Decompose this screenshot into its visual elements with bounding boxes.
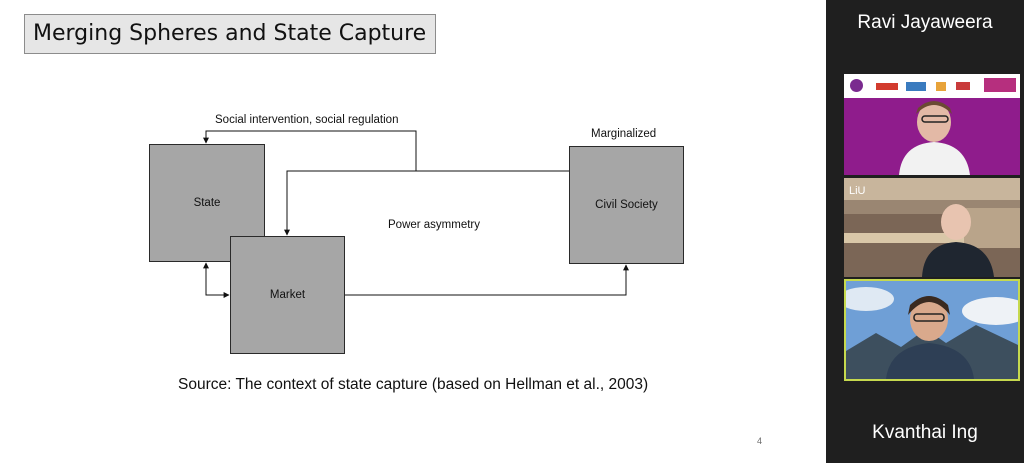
logo-icon — [956, 82, 970, 90]
logo-icon — [850, 79, 863, 92]
sponsor-banner — [844, 74, 1020, 98]
participant-name-bottom: Kvanthai Ing — [872, 422, 978, 443]
participant-video-3 — [846, 281, 1018, 379]
civil-society-label: Civil Society — [595, 199, 658, 211]
marginalized-label: Marginalized — [591, 128, 657, 140]
participant-video-tile-1[interactable] — [844, 74, 1020, 175]
state-label: State — [193, 197, 221, 209]
participant-video-2: LiU — [844, 178, 1020, 277]
slide-title: Merging Spheres and State Capture — [24, 14, 436, 54]
source-caption: Source: The context of state capture (ba… — [178, 376, 649, 393]
presentation-slide: Merging Spheres and State Capture State … — [24, 14, 763, 446]
diagram-box-market: Market — [230, 236, 345, 354]
participant-video-1 — [844, 98, 1020, 175]
logo-icon — [876, 83, 898, 90]
power-asymmetry-label: Power asymmetry — [388, 219, 481, 231]
participant-video-tile-2[interactable]: LiU — [844, 178, 1020, 277]
participant-name-top: Ravi Jayaweera — [857, 12, 993, 33]
market-label: Market — [269, 289, 306, 301]
participants-panel: Ravi Jayaweera LiU — [826, 0, 1024, 463]
arrow-state-market — [203, 262, 230, 298]
arrow-market-to-civil — [345, 264, 629, 296]
logo-icon — [984, 78, 1016, 92]
svg-text:LiU: LiU — [849, 185, 866, 197]
slide-page-number: 4 — [757, 436, 763, 446]
participant-video-tile-3-active-speaker[interactable] — [844, 279, 1020, 381]
diagram-box-civil-society: Civil Society — [569, 146, 684, 264]
logo-icon — [906, 82, 926, 91]
logo-icon — [936, 82, 946, 91]
social-intervention-label: Social intervention, social regulation — [215, 114, 399, 126]
